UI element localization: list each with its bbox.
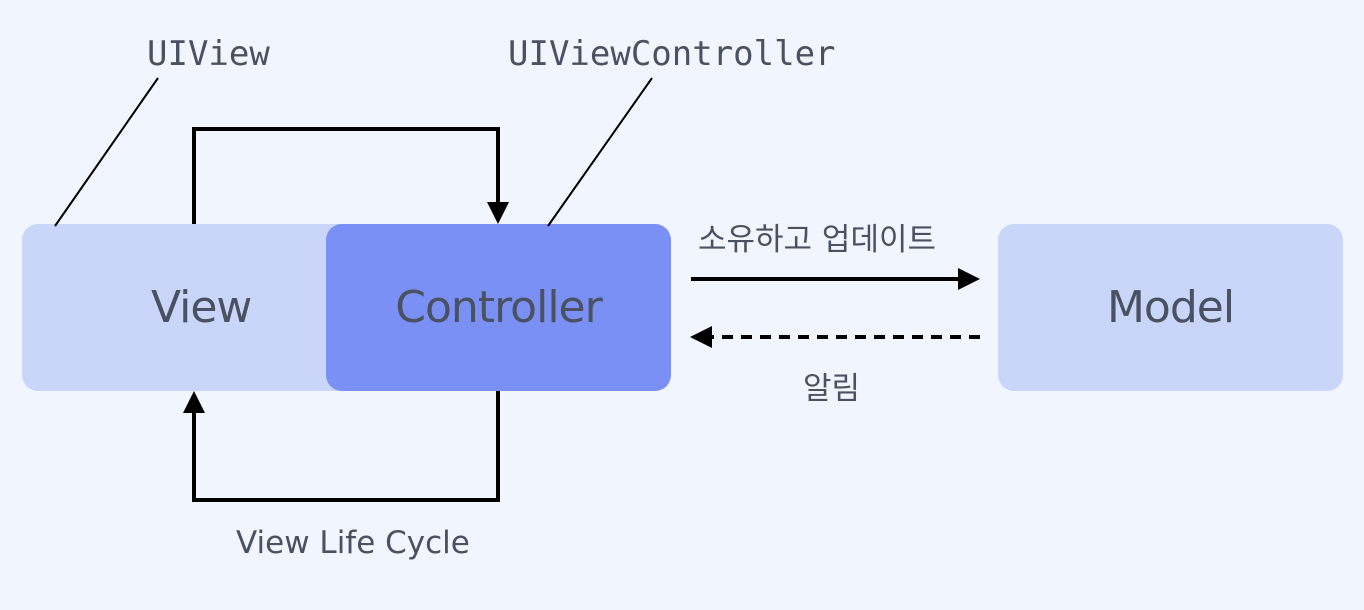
uiview-leader-line [54, 77, 159, 227]
notification-arrowhead [690, 326, 712, 348]
controller-node-label: Controller [395, 282, 602, 333]
view-to-controller-edge [192, 127, 500, 224]
view-node: View [22, 224, 382, 391]
view-life-cycle-edge [192, 391, 500, 502]
view-node-label: View [151, 282, 252, 333]
owns-and-updates-arrowhead [958, 268, 980, 290]
view-to-controller-arrowhead [487, 202, 509, 224]
notification-label: 알림 [803, 371, 861, 407]
uiviewcontroller-callout: UIViewController [508, 34, 836, 74]
model-node: Model [998, 224, 1343, 391]
owns-and-updates-label: 소유하고 업데이트 [698, 222, 937, 258]
view-life-cycle-label: View Life Cycle [236, 525, 470, 561]
model-node-label: Model [1106, 282, 1235, 333]
uiview-callout: UIView [147, 34, 270, 74]
uiviewcontroller-leader-line [547, 77, 653, 227]
controller-node: Controller [326, 224, 671, 391]
view-life-cycle-arrowhead [183, 391, 205, 413]
